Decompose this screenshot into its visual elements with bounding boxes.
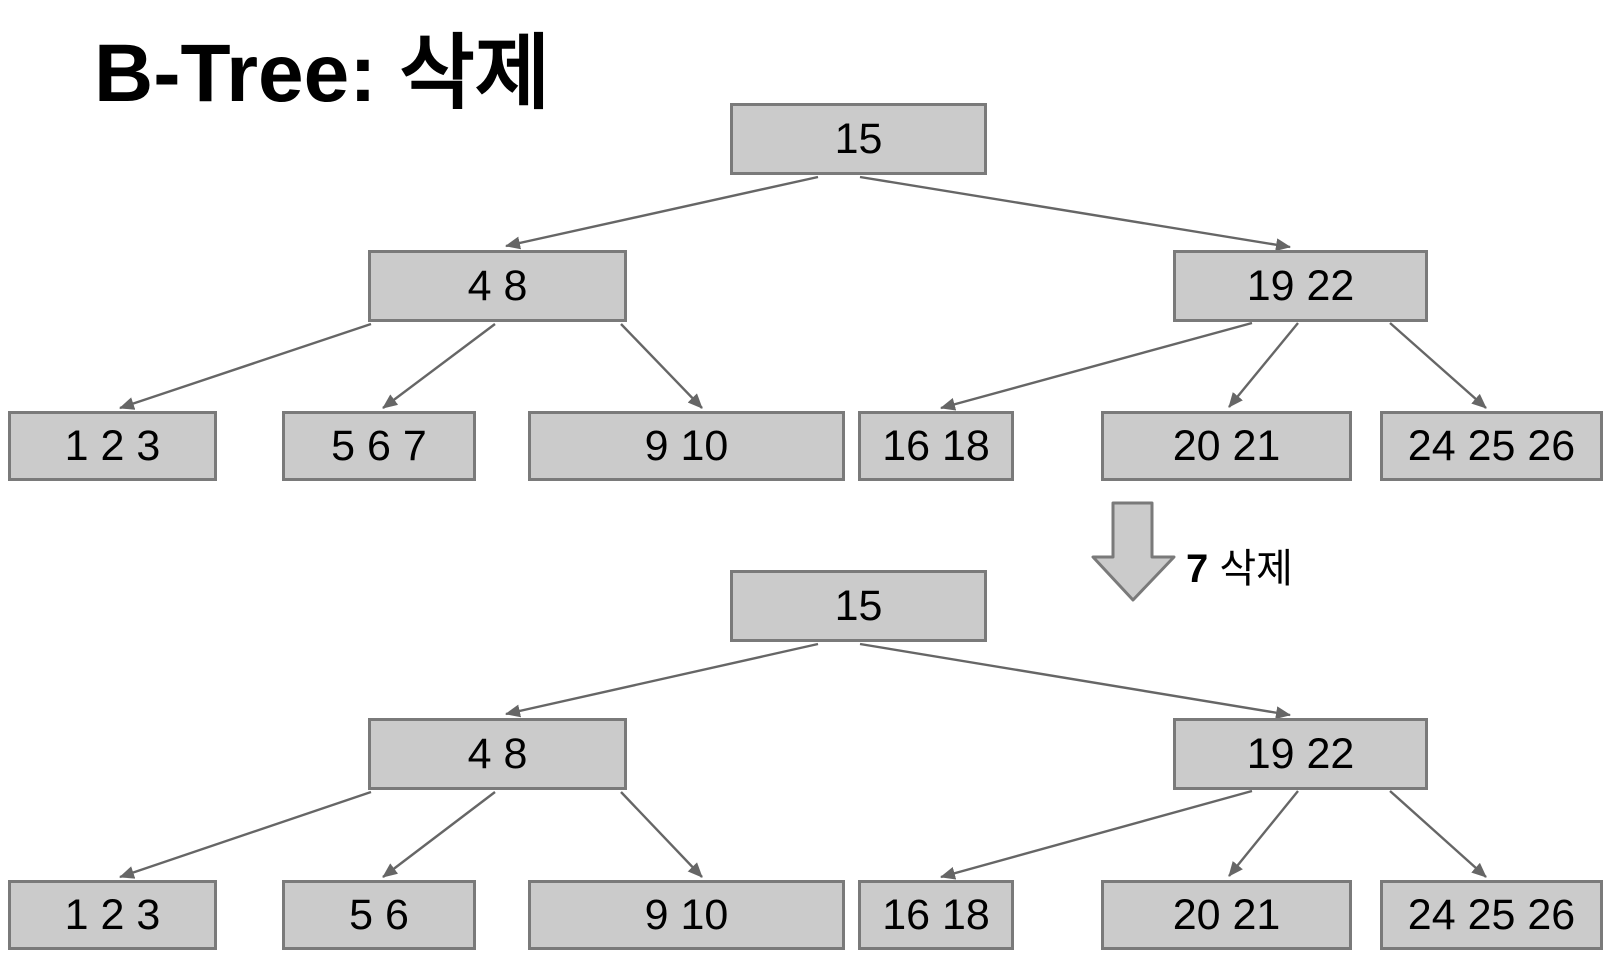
after-internal-node-4-8: 4 8 xyxy=(368,718,627,790)
transition-label: 7 삭제 xyxy=(1186,536,1293,594)
after-leaf-node-6: 24 25 26 xyxy=(1380,880,1603,950)
before-leaf-node-5: 20 21 xyxy=(1101,411,1352,481)
after-leaf-node-4: 16 18 xyxy=(858,880,1014,950)
before-leaf-node-4: 16 18 xyxy=(858,411,1014,481)
before-internal-node-4-8: 4 8 xyxy=(368,250,627,322)
after-leaf-node-3: 9 10 xyxy=(528,880,845,950)
slide-title: B-Tree: 삭제 xyxy=(94,28,551,119)
after-internal-node-19-22: 19 22 xyxy=(1173,718,1428,790)
before-leaf-node-3: 9 10 xyxy=(528,411,845,481)
down-block-arrow-icon xyxy=(1091,501,1176,602)
after-leaf-node-5: 20 21 xyxy=(1101,880,1352,950)
transition-action: 삭제 xyxy=(1219,547,1293,591)
after-root-node: 15 xyxy=(730,570,987,642)
deleted-key: 7 xyxy=(1186,547,1209,591)
after-leaf-node-1: 1 2 3 xyxy=(8,880,217,950)
after-leaf-node-2: 5 6 xyxy=(282,880,476,950)
before-leaf-node-6: 24 25 26 xyxy=(1380,411,1603,481)
before-leaf-node-1: 1 2 3 xyxy=(8,411,217,481)
before-internal-node-19-22: 19 22 xyxy=(1173,250,1428,322)
before-root-node: 15 xyxy=(730,103,987,175)
before-leaf-node-2: 5 6 7 xyxy=(282,411,476,481)
